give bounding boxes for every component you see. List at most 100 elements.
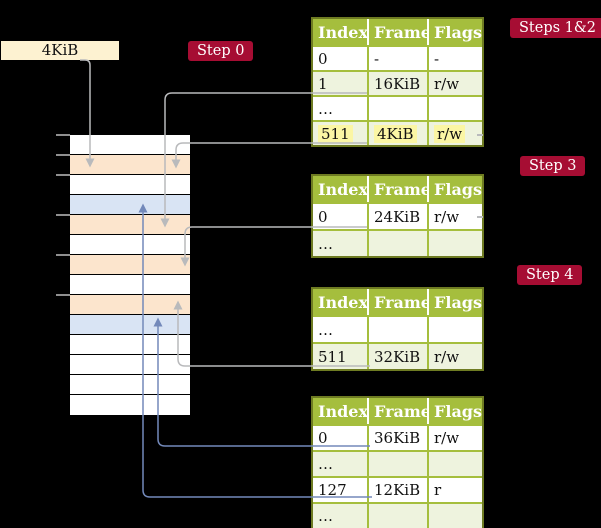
table-cell: r [429,476,482,502]
stray-dash-2 [477,216,483,218]
table-cell: … [313,502,369,528]
table-cell: 24KiB [369,202,429,229]
table-cell [429,229,482,256]
table-cell: 32KiB [369,342,429,369]
table-cell: … [313,450,369,476]
table-cell-text: r [434,481,442,499]
table-header-cell: Index [313,398,369,424]
table-cell: 511 [313,120,369,145]
memory-tick-6 [56,294,70,296]
memory-cell-6 [70,235,190,255]
memory-cell-12 [70,355,190,375]
table-cell [429,450,482,476]
memory-cell-1 [70,135,190,155]
table-header-cell: Index [313,289,369,315]
badge-steps1-2: Steps 1&2 [510,18,601,38]
table-cell: 0 [313,424,369,450]
table-header-cell: Frame [369,176,431,202]
table-cell: r/w [429,120,482,145]
table-cell-text: 1 [318,74,328,93]
table-cell: 511 [313,342,369,369]
memory-cell-9 [70,295,190,315]
memory-tick-4 [56,214,70,216]
table-cell-text: r/w [434,207,460,226]
memory-cell-7 [70,255,190,275]
memory-tick-3 [56,174,70,176]
table-cell: r/w [429,424,482,450]
memory-cell-10 [70,315,190,335]
table-cell-text: r/w [434,347,460,366]
memory-tick-1 [56,134,70,136]
table-cell: 36KiB [369,424,429,450]
memory-cell-14 [70,395,190,415]
table-cell-text: 0 [318,207,328,226]
table-header-cell: Frame [369,19,431,45]
table-cell [369,315,429,342]
table-cell-text: r/w [434,124,466,143]
table-cell: 16KiB [369,70,429,95]
table-cell-text: 0 [318,49,328,68]
table-cell [369,450,429,476]
badge-step0: Step 0 [188,41,254,61]
table-cell [429,95,482,120]
table-cell-text: … [318,507,333,525]
memory-cell-3 [70,175,190,195]
table-cell: 0 [313,45,369,70]
table-cell-text: 16KiB [374,74,421,93]
table-cell-text: 511 [318,347,347,366]
table-header-cell: Index [313,176,369,202]
table-cell-text: 12KiB [374,481,421,499]
table-cell: 1 [313,70,369,95]
table-cell: - [429,45,482,70]
memory-cell-2 [70,155,190,175]
badge-step4: Step 4 [517,265,583,285]
memory-tick-5 [56,254,70,256]
table-cell-text: … [318,320,333,339]
table-cell: … [313,315,369,342]
table-cell: r/w [429,342,482,369]
frame-size-box: 4KiB [1,41,119,60]
table-header-cell: Flags [429,176,482,202]
stray-dash-1 [477,134,483,136]
table-header-cell: Frame [369,289,431,315]
table-cell: 4KiB [369,120,429,145]
table-header-cell: Flags [429,398,482,424]
table-cell [369,502,429,528]
table-cell-text: 36KiB [374,429,421,447]
memory-tick-2 [56,154,70,156]
table-cell: … [313,229,369,256]
memory-cell-8 [70,275,190,295]
table-header-cell: Flags [429,19,482,45]
table-cell-text: 0 [318,429,328,447]
table-cell-text: … [318,455,333,473]
table-header-cell: Index [313,19,369,45]
table-cell-text: 4KiB [374,124,417,143]
table-cell: 12KiB [369,476,429,502]
frame-size-label: 4KiB [41,41,79,59]
table-cell-text: - [434,49,440,68]
table-cell [429,315,482,342]
table-cell: 127 [313,476,369,502]
table-cell [369,95,429,120]
table-cell-text: … [318,234,333,253]
memory-column [70,135,190,415]
table-cell-text: 511 [318,124,353,143]
table-cell-text: r/w [434,74,460,93]
table-cell-text: … [318,99,333,118]
table-cell-text: 32KiB [374,347,421,366]
memory-cell-13 [70,375,190,395]
memory-cell-4 [70,195,190,215]
memory-cell-5 [70,215,190,235]
table-cell: r/w [429,202,482,229]
table-cell-text: 127 [318,481,347,499]
table-cell: 0 [313,202,369,229]
table-cell: - [369,45,429,70]
table-cell-text: r/w [434,429,460,447]
memory-cell-11 [70,335,190,355]
table-cell: r/w [429,70,482,95]
table-header-cell: Flags [429,289,482,315]
